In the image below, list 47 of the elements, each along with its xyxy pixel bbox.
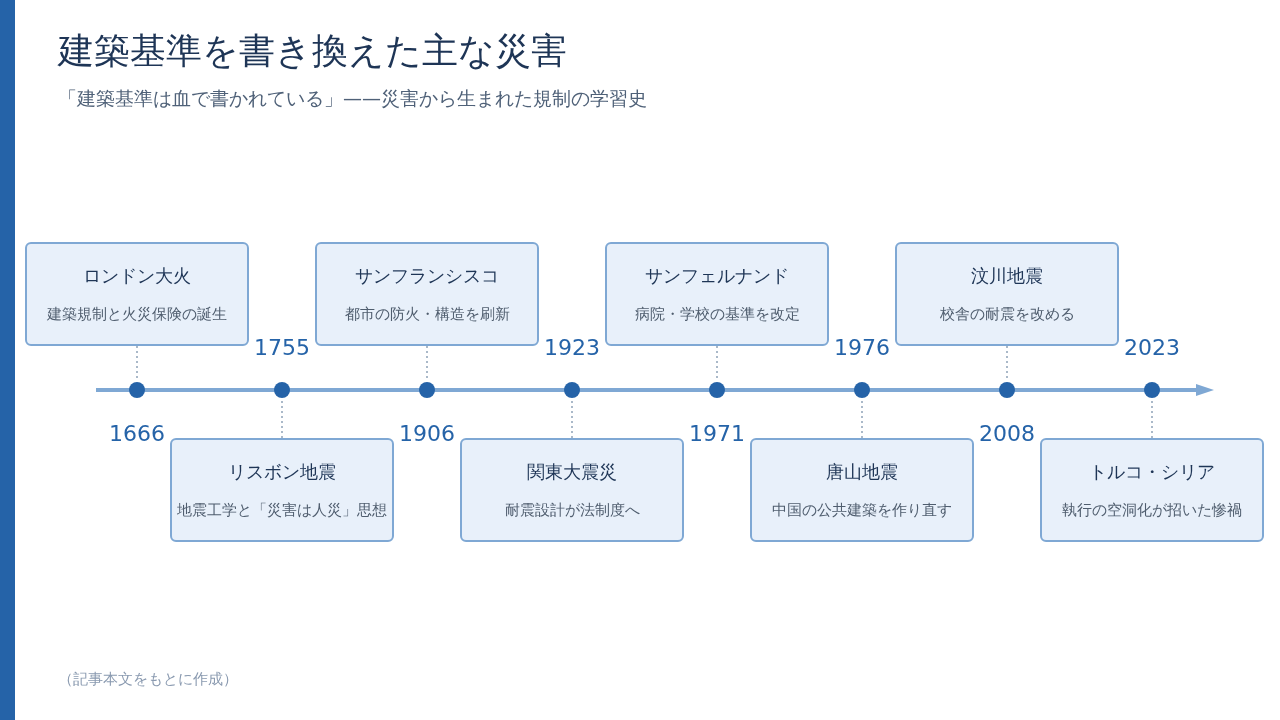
event-title: トルコ・シリア <box>1089 460 1215 484</box>
year-label: 1971 <box>689 420 745 448</box>
event-card <box>1040 438 1264 542</box>
event-description: 執行の空洞化が招いた惨禍 <box>1062 500 1242 520</box>
event-description: 病院・学校の基準を改定 <box>634 304 800 324</box>
timeline-dot <box>708 381 726 399</box>
event-title: リスボン地震 <box>228 460 336 484</box>
timeline-dot <box>418 381 436 399</box>
event-description: 校舎の耐震を改める <box>939 304 1075 324</box>
event-card <box>750 438 974 542</box>
event-description: 耐震設計が法制度へ <box>504 500 640 520</box>
event-card <box>605 242 829 346</box>
year-label: 2008 <box>979 420 1035 448</box>
event-card <box>170 438 394 542</box>
timeline-dot <box>1143 381 1161 399</box>
event-description: 建築規制と火災保険の誕生 <box>47 304 227 324</box>
event-title: 唐山地震 <box>826 460 898 484</box>
event-card <box>25 242 249 346</box>
year-label: 1906 <box>399 420 455 448</box>
event-title: 関東大震災 <box>527 460 617 484</box>
year-label: 1666 <box>109 420 165 448</box>
timeline-dot <box>998 381 1016 399</box>
event-title: 汶川地震 <box>971 264 1043 288</box>
event-title: サンフランシスコ <box>355 264 499 288</box>
leader-line <box>571 398 573 439</box>
leader-line <box>1151 398 1153 439</box>
event-title: サンフェルナンド <box>645 264 789 288</box>
timeline-dot <box>128 381 146 399</box>
year-label: 1976 <box>834 334 890 362</box>
event-card <box>460 438 684 542</box>
timeline-dot <box>273 381 291 399</box>
source-note: （記事本文をもとに作成） <box>58 669 238 690</box>
leader-line <box>281 398 283 439</box>
event-title: ロンドン大火 <box>83 264 191 288</box>
year-label: 1755 <box>254 334 310 362</box>
event-description: 地震工学と「災害は人災」思想 <box>177 500 387 520</box>
event-card <box>315 242 539 346</box>
title: 建築基準を書き換えた主な災害 <box>58 29 567 73</box>
leader-line <box>861 398 863 439</box>
year-label: 1923 <box>544 334 600 362</box>
event-card <box>895 242 1119 346</box>
timeline-dot <box>563 381 581 399</box>
year-label: 2023 <box>1124 334 1180 362</box>
event-description: 都市の防火・構造を刷新 <box>344 304 510 324</box>
timeline-dot <box>853 381 871 399</box>
subtitle: 「建築基準は血で書かれている」——災害から生まれた規制の学習史 <box>58 86 647 111</box>
event-description: 中国の公共建築を作り直す <box>772 500 952 520</box>
